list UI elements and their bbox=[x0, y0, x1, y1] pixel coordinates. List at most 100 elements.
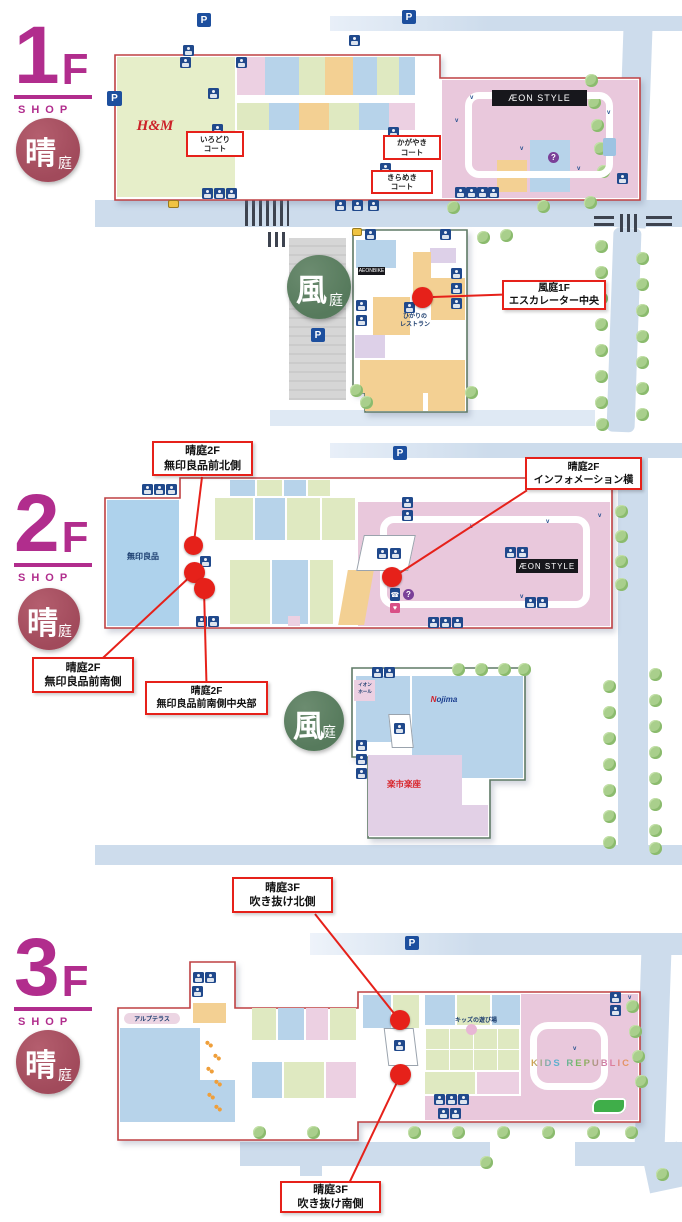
facility-icon bbox=[451, 298, 462, 309]
facility-icon bbox=[196, 616, 207, 627]
tenant-block bbox=[359, 103, 389, 130]
vending-mark: v bbox=[520, 146, 524, 152]
nojima-logo: Nojima bbox=[426, 695, 462, 704]
tree-icon bbox=[636, 330, 649, 343]
vending-mark: v bbox=[628, 995, 632, 1001]
tree-icon bbox=[625, 1126, 638, 1139]
callout-3f-atrium-south: 晴庭3F 吹き抜け南側 bbox=[280, 1181, 381, 1213]
vending-mark: v bbox=[573, 1046, 577, 1052]
court-line: コート bbox=[390, 182, 414, 191]
badge-kanji-sub: 庭 bbox=[329, 294, 343, 309]
road bbox=[95, 845, 682, 865]
tree-icon bbox=[615, 505, 628, 518]
tenant-block bbox=[413, 252, 431, 297]
tree-icon bbox=[360, 396, 373, 409]
badge-kanji-main: 晴 bbox=[25, 1048, 56, 1083]
haruniwa-badge-3f: 晴 庭 bbox=[16, 1030, 80, 1094]
tree-icon bbox=[603, 784, 616, 797]
bus-stop-icon bbox=[168, 200, 179, 208]
facility-icon bbox=[525, 597, 536, 608]
floor-shop-label: SHOP bbox=[18, 104, 74, 117]
tenant-block bbox=[322, 498, 355, 540]
store-label-line: ひかりの bbox=[402, 314, 427, 320]
facility-icon bbox=[517, 547, 528, 558]
callout-line2: 吹き抜け南側 bbox=[297, 1198, 364, 1210]
paw-print-icon bbox=[214, 1104, 222, 1112]
aeon-bike-sign: AEONBIKE bbox=[358, 267, 385, 275]
floor-suffix: F bbox=[61, 512, 89, 562]
aeon-style-sign-2f: ÆON STYLE bbox=[516, 559, 578, 573]
facility-icon bbox=[349, 35, 360, 46]
tenant-block bbox=[530, 140, 570, 192]
road bbox=[300, 1166, 322, 1176]
tree-icon bbox=[408, 1126, 421, 1139]
facility-icon bbox=[208, 616, 219, 627]
tree-icon bbox=[475, 663, 488, 676]
tree-icon bbox=[480, 1156, 493, 1169]
tenant-block bbox=[457, 995, 490, 1025]
facility-icon bbox=[180, 57, 191, 68]
badge-kanji-main: 晴 bbox=[27, 606, 58, 641]
badge-kanji-sub: 庭 bbox=[58, 157, 72, 172]
tenant-block bbox=[306, 1008, 328, 1040]
callout-line2: エスカレーター中央 bbox=[509, 296, 599, 307]
facility-icon bbox=[356, 740, 367, 751]
tree-icon bbox=[447, 201, 460, 214]
facility-icon bbox=[205, 972, 216, 983]
badge-kanji-sub: 庭 bbox=[58, 625, 72, 640]
crosswalk bbox=[268, 232, 288, 247]
facility-icon bbox=[236, 57, 247, 68]
tree-icon bbox=[596, 418, 609, 431]
aeon-style-sign-1f: ÆON STYLE bbox=[492, 90, 587, 106]
location-dot-2f-south-center bbox=[194, 578, 215, 599]
header-rule bbox=[14, 1007, 92, 1012]
tenant-block bbox=[360, 360, 465, 393]
facility-icon bbox=[166, 484, 177, 495]
hikari-restaurant-label: ひかりの レストラン bbox=[390, 313, 440, 330]
crosswalk bbox=[594, 216, 614, 230]
tenant-block bbox=[430, 248, 456, 263]
store-block-rakuichi bbox=[368, 805, 488, 836]
callout-3f-atrium-north: 晴庭3F 吹き抜け北側 bbox=[232, 877, 333, 913]
irodori-court-label: いろどり コート bbox=[186, 131, 244, 157]
tree-icon bbox=[649, 694, 662, 707]
badge-kanji-main: 風 bbox=[296, 273, 327, 308]
floor-suffix: F bbox=[61, 44, 89, 94]
crosswalk bbox=[620, 214, 638, 232]
tenant-block bbox=[257, 480, 282, 496]
tree-icon bbox=[350, 384, 363, 397]
facility-icon bbox=[610, 1005, 621, 1016]
facility-icon bbox=[458, 1094, 469, 1105]
floor-suffix: F bbox=[61, 956, 89, 1006]
kids-republic-label: KIDS REPUBLIC bbox=[528, 1058, 634, 1069]
tenant-block bbox=[278, 1008, 304, 1040]
tree-icon bbox=[636, 278, 649, 291]
facility-icon bbox=[617, 173, 628, 184]
facility-icon bbox=[455, 187, 466, 198]
tree-icon bbox=[542, 1126, 555, 1139]
tenant-block bbox=[299, 103, 329, 130]
parking-icon: P bbox=[107, 91, 122, 106]
tenant-block bbox=[308, 480, 330, 496]
crosswalk bbox=[245, 200, 289, 226]
hm-logo: H&M bbox=[136, 118, 174, 134]
facility-icon bbox=[440, 617, 451, 628]
vending-mark: v bbox=[455, 118, 459, 124]
tenant-block bbox=[356, 240, 396, 268]
vending-mark: v bbox=[607, 110, 611, 116]
paw-print-icon bbox=[205, 1040, 213, 1048]
callout-line1: 晴庭3F bbox=[265, 881, 300, 894]
facility-icon bbox=[451, 268, 462, 279]
tree-icon bbox=[615, 555, 628, 568]
location-dot-3f-south bbox=[390, 1064, 411, 1085]
kids-playground-spot bbox=[466, 1024, 477, 1035]
tenant-block bbox=[265, 57, 299, 95]
tenant-block bbox=[272, 560, 308, 624]
road bbox=[330, 443, 682, 458]
haruniwa-badge-1f: 晴 庭 bbox=[16, 118, 80, 182]
tenant-block bbox=[230, 560, 270, 624]
facility-icon bbox=[404, 302, 415, 313]
court-line: いろどり bbox=[200, 134, 230, 144]
